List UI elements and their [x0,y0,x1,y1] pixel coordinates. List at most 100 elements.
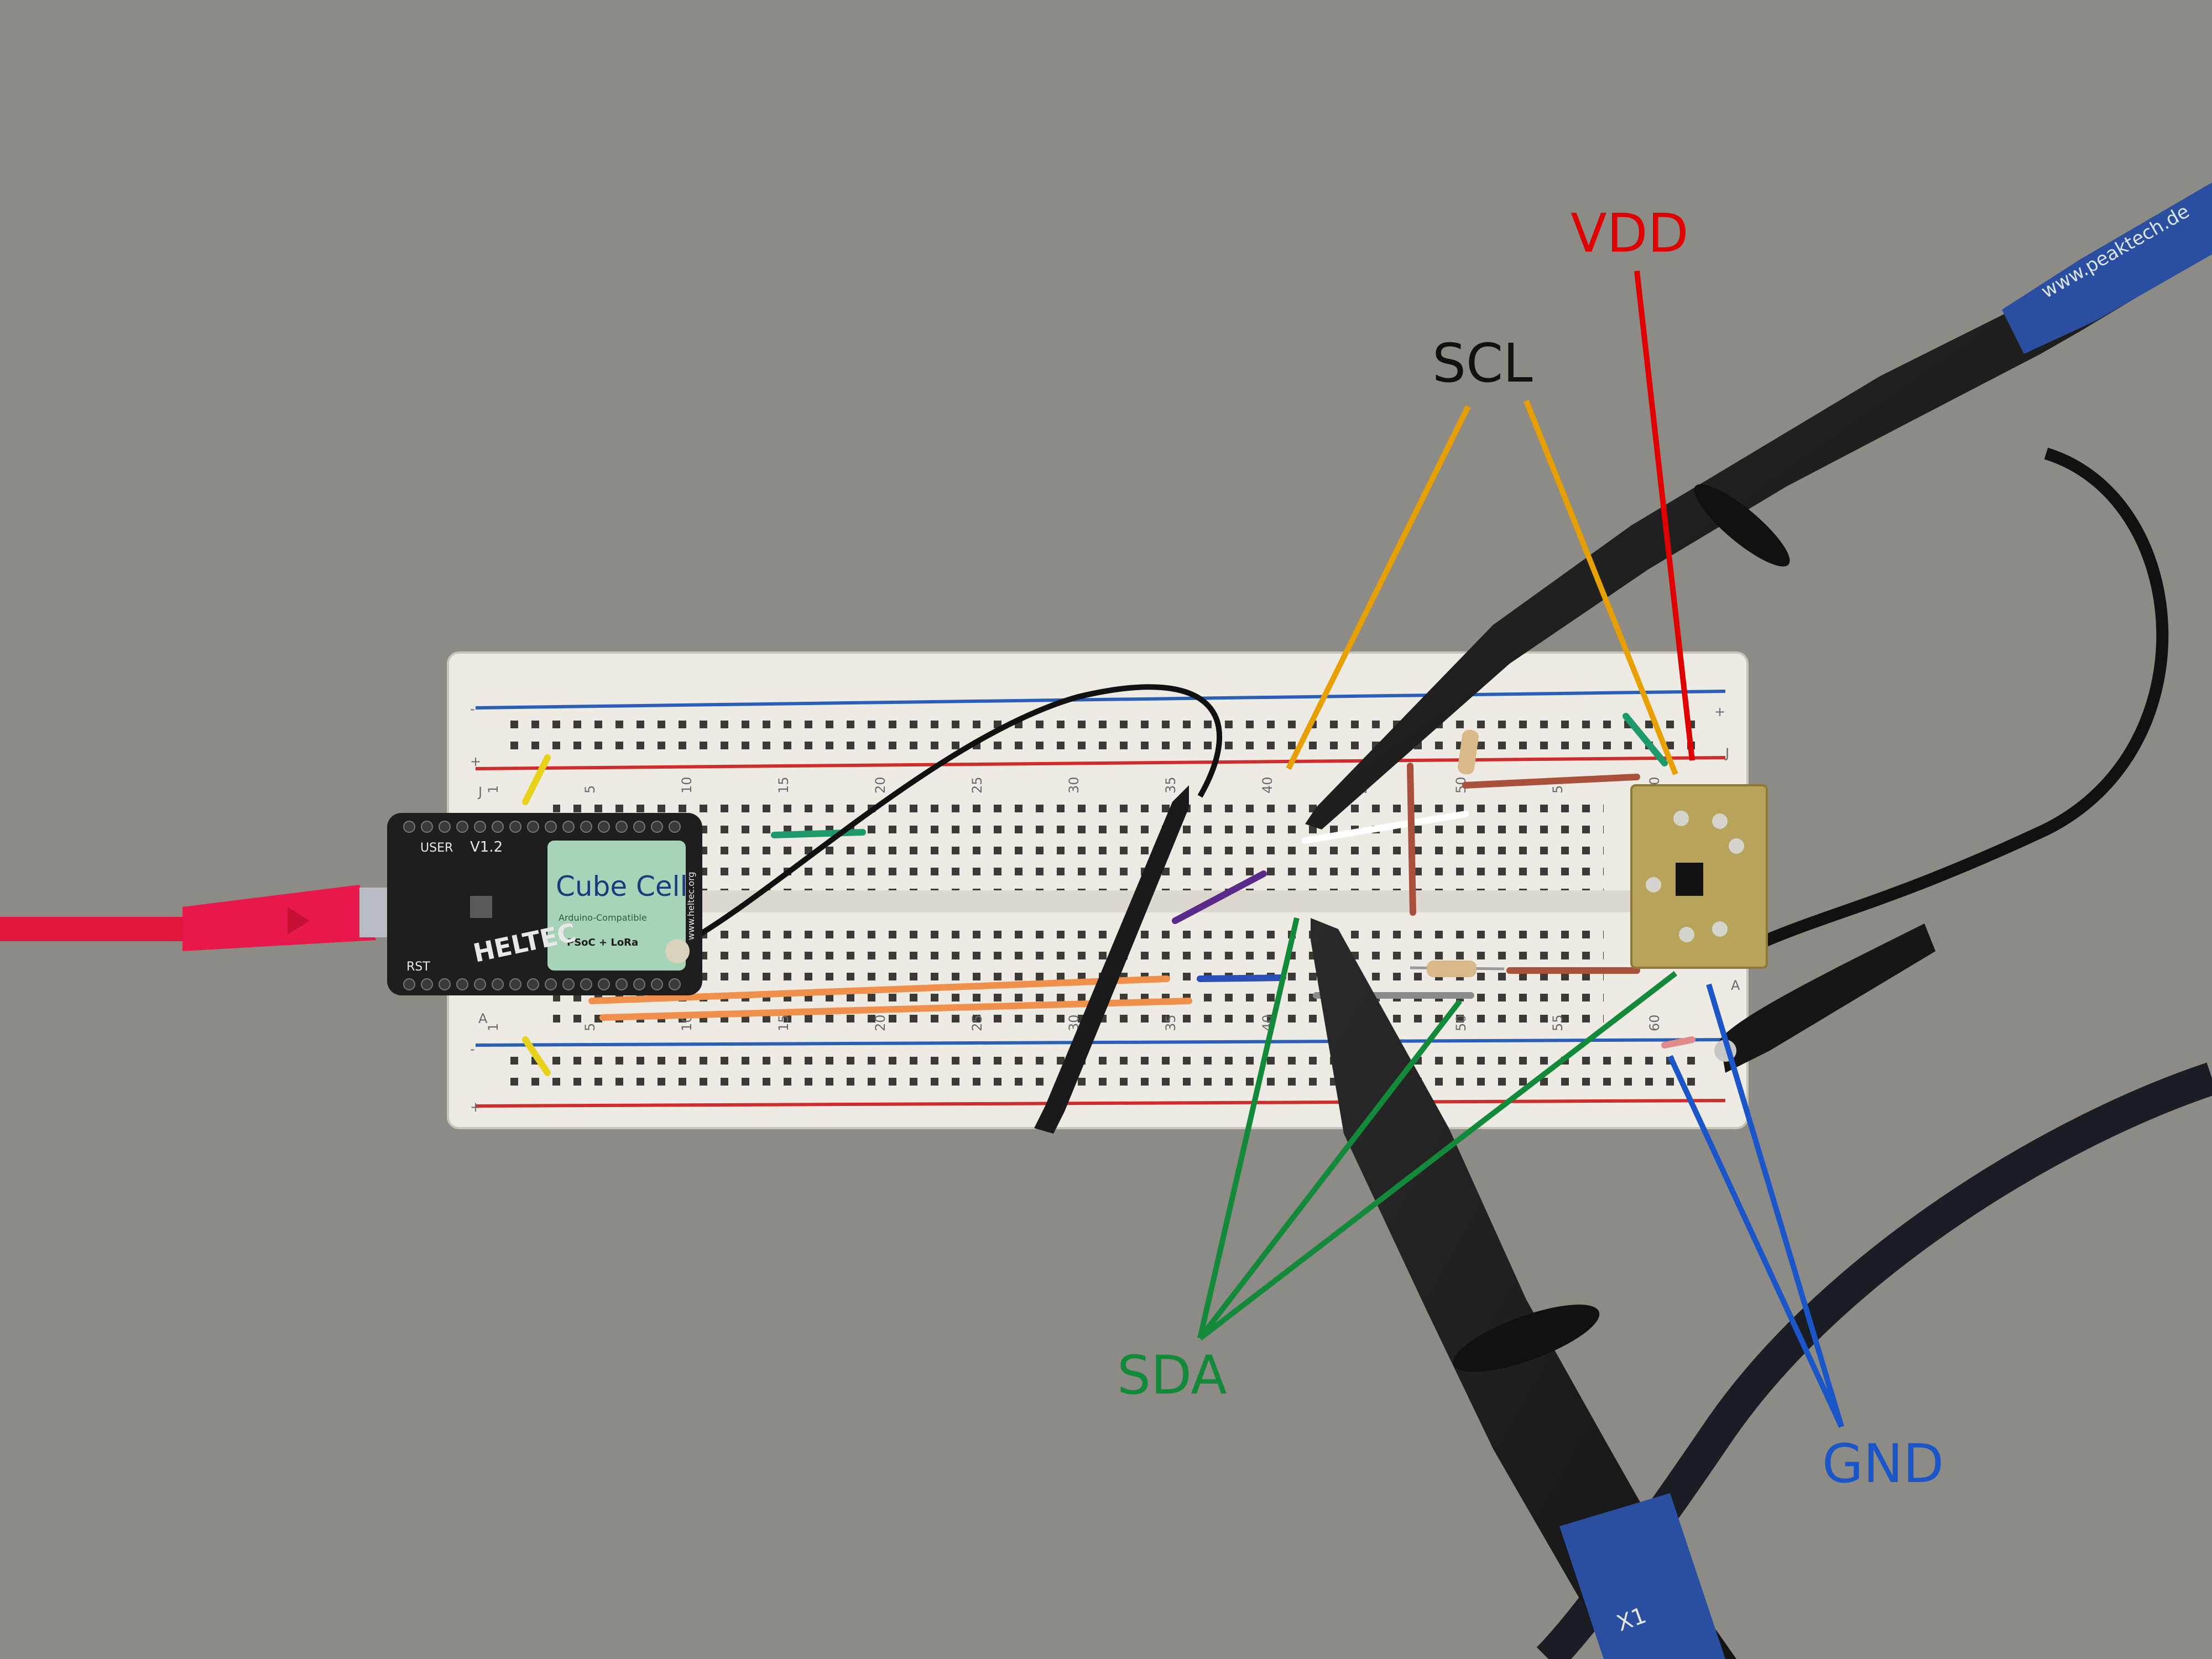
jumper-blue [1197,974,1286,982]
board-version: V1.2 [470,839,503,855]
column-number: 1 [486,785,501,794]
column-number: 5 [582,1023,598,1031]
column-number: 30 [1066,776,1082,794]
header-pin [598,821,610,833]
rail-plus-bottom: + [470,1099,481,1115]
header-pin [492,821,504,833]
header-pin [527,978,539,990]
row-a-label-right: A [1731,978,1740,993]
resistor-top [1458,729,1479,775]
jumper-brown-top [1462,774,1640,789]
column-number: 20 [873,776,888,794]
board-compat-text: Arduino-Compatible [559,912,647,923]
header-pin [651,978,663,990]
jumper-yellow-top [522,754,551,805]
jumper-white [1302,811,1469,844]
column-number: 20 [873,1014,888,1031]
board-user-label: USER [420,841,453,855]
annotation-lines [1197,270,1844,1428]
header-pin [421,821,433,833]
header-pin [651,821,663,833]
header-pin [545,821,557,833]
sda-label: SDA [1117,1344,1227,1406]
column-number: 60 [1647,1014,1662,1031]
header-pin [669,821,681,833]
jumper-yellow-bottom [522,1036,551,1076]
header-pin [474,978,486,990]
ground-lead-cable [1739,447,2169,957]
probe-bottom: X1 [1311,918,1736,1659]
antenna-wire [679,684,1223,948]
sda-pointer-2 [1198,999,1462,1340]
header-pin [580,821,592,833]
vdd-pointer [1634,270,1695,761]
header-pin [403,978,415,990]
header-pin [545,978,557,990]
sensor-chip [1676,863,1703,896]
header-pin [509,821,521,833]
vdd-label: VDD [1571,202,1689,264]
board-tag-text: PSoC + LoRa [567,937,638,948]
rail-minus-bottom: - [470,1041,475,1057]
scl-label: SCL [1432,332,1532,394]
scl-pointer-right [1524,400,1678,775]
scl-pointer-left [1286,405,1471,770]
column-number: 15 [776,1014,791,1031]
header-pin [633,821,645,833]
header-pin [598,978,610,990]
column-number: 40 [1260,776,1275,794]
sda-pointer-1 [1197,917,1300,1339]
board-rst-label: RST [406,960,430,974]
header-pin [562,978,575,990]
header-pin [527,821,539,833]
row-j-label: J [477,784,482,800]
jumper-green-right [1623,713,1668,766]
header-pin [456,978,468,990]
column-number: 25 [969,1014,985,1031]
column-number: 5 [582,785,598,794]
column-number: 50 [1453,1014,1469,1031]
gnd-pointer-2 [1706,983,1844,1428]
header-pin [669,978,681,990]
column-number: 35 [1163,1014,1178,1031]
board-url: www.heltec.org [686,872,696,940]
header-pin [562,821,575,833]
header-pin [439,978,451,990]
header-pin [421,978,433,990]
jumper-wires [522,713,1695,1076]
sensor-pcb [1630,784,1768,969]
antenna-connector [665,939,690,963]
header-pin [439,821,451,833]
rail-minus-top: - [470,701,475,717]
board-brand-cell: Cell [636,870,687,902]
row-j-label-right: J [1724,745,1729,761]
jumper-pink-gnd [1661,1036,1695,1048]
jumper-orange-long-1 [588,975,1170,1004]
sda-pointer-3 [1198,971,1678,1340]
jumper-brown-vertical [1407,763,1416,916]
jumper-green-top [771,829,866,838]
resistor-bottom [1410,961,1505,977]
gnd-label: GND [1822,1433,1944,1495]
column-number: 15 [776,776,791,794]
header-pin [474,821,486,833]
header-pin [456,821,468,833]
header-pin [615,821,628,833]
header-pin [492,978,504,990]
rail-plus-top: + [470,754,481,769]
header-pin [633,978,645,990]
jumper-purple [1172,870,1267,924]
column-number: 25 [969,776,985,794]
cubecell-board: Cube Cell Arduino-Compatible PSoC + LoRa… [387,813,702,995]
header-pin [615,978,628,990]
header-pin [580,978,592,990]
rail-plus-top-right: + [1714,704,1725,719]
led-square [470,896,492,918]
row-a-label: A [478,1011,488,1026]
column-number: 35 [1163,776,1178,794]
board-brand-cube: Cube [556,870,627,902]
probe-tip-sleeve [1034,785,1189,1134]
column-number: 10 [679,776,695,794]
header-pin [403,821,415,833]
